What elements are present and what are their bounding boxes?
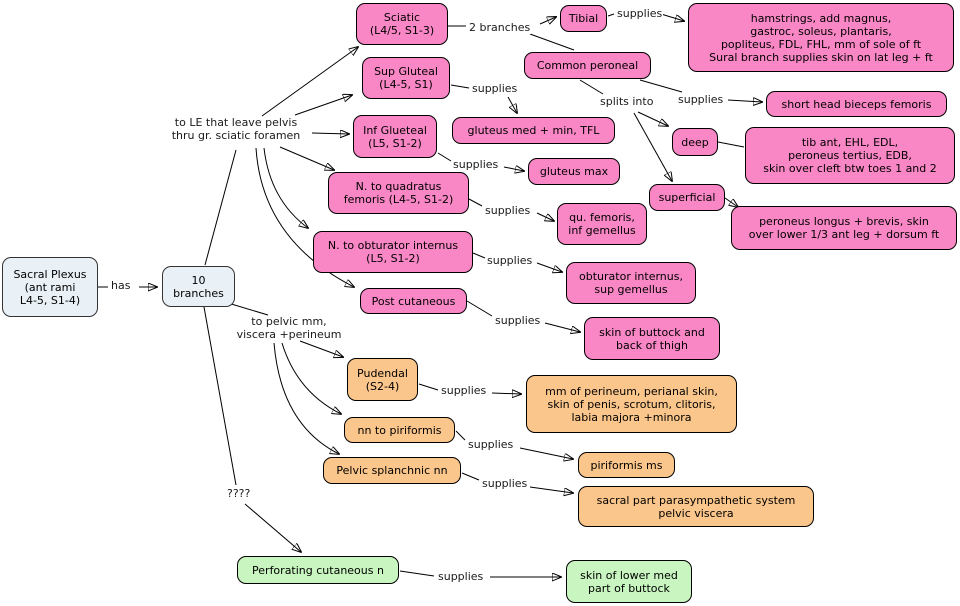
node-superficial-targets[interactable]: peroneus longus + brevis, skin over lowe…: [731, 206, 957, 250]
edge-label-2-branches[interactable]: 2 branches: [468, 21, 532, 34]
node-tibial[interactable]: Tibial: [560, 5, 607, 32]
edge-label-supplies[interactable]: supplies: [481, 477, 529, 490]
edge-label-supplies[interactable]: supplies: [486, 254, 534, 267]
node-n-to-quadratus-femoris[interactable]: N. to quadratus femoris (L4-5, S1-2): [328, 172, 469, 214]
node-piriformis-ms[interactable]: piriformis ms: [578, 452, 675, 478]
node-pudendal-targets[interactable]: mm of perineum, perianal skin, skin of p…: [526, 375, 737, 433]
edge-label-has[interactable]: has: [110, 279, 132, 292]
node-deep-targets[interactable]: tib ant, EHL, EDL, peroneus tertius, EDB…: [745, 127, 955, 184]
edge-label-supplies[interactable]: supplies: [677, 93, 725, 106]
node-common-peroneal[interactable]: Common peroneal: [524, 52, 651, 79]
junction-to-pelvic[interactable]: to pelvic mm, viscera +perineum: [236, 315, 342, 341]
node-short-head-biceps[interactable]: short head bieceps femoris: [766, 91, 947, 117]
node-post-cutaneous-targets[interactable]: skin of buttock and back of thigh: [584, 317, 720, 360]
node-superficial[interactable]: superficial: [649, 184, 725, 211]
edge-label-supplies[interactable]: supplies: [616, 7, 664, 20]
node-pelvic-splanchnic[interactable]: Pelvic splanchnic nn: [323, 457, 461, 484]
node-splanchnic-targets[interactable]: sacral part parasympathetic system pelvi…: [578, 486, 814, 527]
node-deep[interactable]: deep: [672, 128, 718, 156]
edge-label-splits-into[interactable]: splits into: [599, 95, 655, 108]
node-10-branches[interactable]: 10 branches: [162, 266, 235, 307]
node-n-to-obturator-internus[interactable]: N. to obturator internus (L5, S1-2): [313, 231, 473, 273]
edge-label-supplies[interactable]: supplies: [471, 82, 519, 95]
node-perforating-cutaneous[interactable]: Perforating cutaneous n: [237, 556, 399, 584]
edge-label-supplies[interactable]: supplies: [440, 384, 488, 397]
edge-label-supplies[interactable]: supplies: [467, 438, 515, 451]
edge-label-supplies[interactable]: supplies: [437, 570, 485, 583]
node-post-cutaneous[interactable]: Post cutaneous: [360, 288, 467, 314]
edge-label-supplies[interactable]: supplies: [494, 314, 542, 327]
node-obturator-targets[interactable]: obturator internus, sup gemellus: [566, 262, 696, 304]
edge-label-supplies[interactable]: supplies: [484, 204, 532, 217]
node-pudendal[interactable]: Pudendal (S2-4): [347, 358, 418, 401]
node-nn-to-piriformis[interactable]: nn to piriformis: [344, 417, 455, 443]
node-sup-gluteal[interactable]: Sup Gluteal (L4-5, S1): [362, 57, 450, 99]
node-gluteus-max[interactable]: gluteus max: [528, 158, 620, 185]
junction-to-le[interactable]: to LE that leave pelvis thru gr. sciatic…: [171, 116, 301, 142]
node-qu-femoris[interactable]: qu. femoris, inf gemellus: [557, 203, 647, 245]
node-sciatic[interactable]: Sciatic (L4/5, S1-3): [356, 3, 448, 45]
edge-label-supplies[interactable]: supplies: [452, 158, 500, 171]
node-tibial-targets[interactable]: hamstrings, add magnus, gastroc, soleus,…: [688, 3, 954, 72]
node-gluteus-med-min-tfl[interactable]: gluteus med + min, TFL: [452, 117, 615, 144]
node-sacral-plexus[interactable]: Sacral Plexus (ant rami L4-5, S1-4): [2, 257, 98, 317]
junction-unknown[interactable]: ????: [227, 487, 251, 500]
node-inf-gluteal[interactable]: Inf Glueteal (L5, S1-2): [353, 115, 437, 158]
node-perforating-targets[interactable]: skin of lower med part of buttock: [566, 560, 692, 603]
